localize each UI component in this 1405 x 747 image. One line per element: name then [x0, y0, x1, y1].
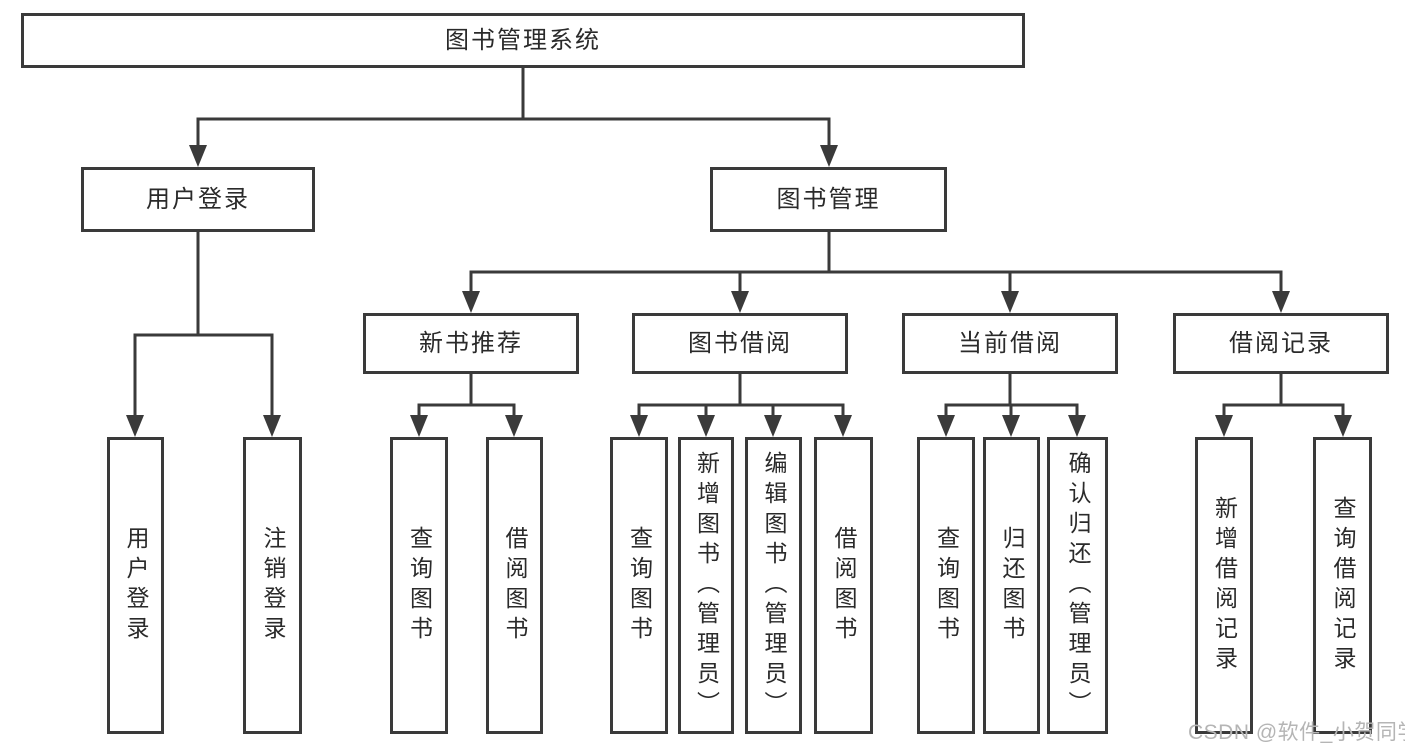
leaf-return-books-label: 归还图书 — [999, 525, 1025, 646]
leaf-borrow-books-borrowing-label: 借阅图书 — [831, 525, 857, 646]
leaf-user-login-label: 用户登录 — [123, 525, 149, 646]
node-new-book-recommendation-label: 新书推荐 — [419, 329, 523, 357]
node-current-borrowing: 当前借阅 — [902, 313, 1118, 374]
node-book-management: 图书管理 — [710, 167, 947, 232]
leaf-query-books-borrowing-label: 查询图书 — [626, 525, 653, 646]
leaf-borrow-books-borrowing: 借阅图书 — [814, 437, 873, 734]
node-book-management-label: 图书管理 — [776, 185, 881, 213]
leaf-query-books-borrowing: 查询图书 — [610, 437, 668, 734]
leaf-query-borrow-record-label: 查询借阅记录 — [1330, 495, 1356, 676]
node-user-login: 用户登录 — [81, 167, 315, 232]
leaf-user-login: 用户登录 — [107, 437, 164, 734]
leaf-add-books-admin-label: 新增图书（管理员） — [693, 450, 720, 721]
leaf-edit-books-admin: 编辑图书（管理员） — [745, 437, 802, 734]
leaf-borrow-books-recommend-label: 借阅图书 — [502, 525, 528, 646]
node-root: 图书管理系统 — [21, 13, 1025, 68]
leaf-confirm-return-admin-label: 确认归还（管理员） — [1065, 450, 1091, 721]
node-root-label: 图书管理系统 — [445, 26, 601, 54]
node-book-borrowing-label: 图书借阅 — [688, 329, 792, 357]
leaf-borrow-books-recommend: 借阅图书 — [486, 437, 543, 734]
leaf-query-books-current-label: 查询图书 — [933, 525, 960, 646]
leaf-query-borrow-record: 查询借阅记录 — [1313, 437, 1372, 734]
leaf-query-books-recommend-label: 查询图书 — [406, 525, 433, 646]
leaf-logout-login-label: 注销登录 — [260, 525, 286, 646]
node-new-book-recommendation: 新书推荐 — [363, 313, 579, 374]
leaf-add-borrow-record: 新增借阅记录 — [1195, 437, 1253, 734]
leaf-add-books-admin: 新增图书（管理员） — [678, 437, 734, 734]
node-book-borrowing: 图书借阅 — [632, 313, 848, 374]
leaf-confirm-return-admin: 确认归还（管理员） — [1047, 437, 1108, 734]
leaf-edit-books-admin-label: 编辑图书（管理员） — [761, 450, 787, 721]
node-borrowing-records-label: 借阅记录 — [1229, 329, 1333, 357]
leaf-query-books-recommend: 查询图书 — [390, 437, 448, 734]
watermark: CSDN @软件_小贺同学 — [1188, 721, 1405, 744]
leaf-add-borrow-record-label: 新增借阅记录 — [1211, 495, 1238, 676]
leaf-return-books: 归还图书 — [983, 437, 1040, 734]
node-borrowing-records: 借阅记录 — [1173, 313, 1389, 374]
node-user-login-label: 用户登录 — [146, 185, 250, 213]
leaf-logout-login: 注销登录 — [243, 437, 302, 734]
leaf-query-books-current: 查询图书 — [917, 437, 975, 734]
node-current-borrowing-label: 当前借阅 — [958, 329, 1062, 357]
